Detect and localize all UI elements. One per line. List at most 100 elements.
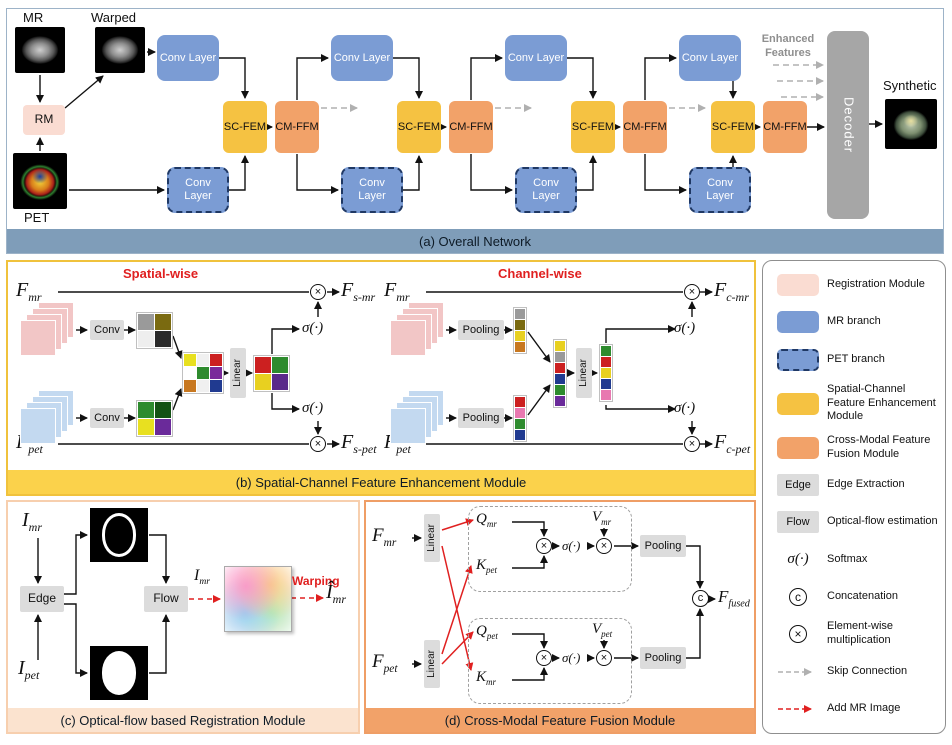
legend-label: Softmax bbox=[827, 552, 868, 565]
edge-map-pet-image bbox=[90, 646, 148, 700]
feature-cell bbox=[255, 357, 271, 373]
attention-block-pet bbox=[468, 618, 632, 704]
feature-cell bbox=[184, 354, 196, 366]
legend-label: Spatial-Channel Feature Enhancement Modu… bbox=[827, 382, 936, 423]
elementwise-multiply-icon-spet: × bbox=[310, 436, 326, 452]
channel-wise-title: Channel-wise bbox=[498, 266, 582, 281]
pet-branch-swatch bbox=[777, 348, 819, 371]
registration-swatch bbox=[777, 274, 819, 296]
legend-label: Concatenation bbox=[827, 590, 898, 602]
panel-cmffm: Fmr Fpet Linear Linear Qmr Kpet Vmr σ(·)… bbox=[364, 500, 756, 734]
feature-cell bbox=[601, 379, 611, 389]
feature-cell bbox=[555, 374, 565, 384]
k-mr-label: Kmr bbox=[476, 669, 497, 687]
feature-cell bbox=[197, 354, 209, 366]
scfem-swatch bbox=[777, 392, 819, 415]
legend-item-edge: Edge Edge Extraction bbox=[769, 471, 939, 499]
pooling-box-pet-fusion: Pooling bbox=[640, 647, 686, 669]
feature-cell bbox=[515, 309, 525, 319]
feature-cell bbox=[601, 357, 611, 367]
legend-item-scfem: Spatial-Channel Feature Enhancement Modu… bbox=[769, 383, 939, 424]
legend-item-mr-branch: MR branch bbox=[769, 308, 939, 336]
softmax-label-fusion-bottom: σ(·) bbox=[562, 650, 581, 665]
elementwise-multiply-icon-v-pet: × bbox=[596, 650, 612, 666]
f-mr-label-spatial: Fmr bbox=[16, 279, 42, 304]
skip-connection-arrow-icon bbox=[778, 667, 812, 676]
panel-registration: Imr Ipet Edge Flow Imr Warping Îmr (c) O… bbox=[6, 500, 360, 734]
scfem-box-4: SC-FEM bbox=[711, 101, 755, 153]
feature-maps-mr-channel bbox=[390, 302, 444, 356]
conv-layer-box-pet-2: Conv Layer bbox=[341, 167, 403, 213]
linear-box-pet-fusion: Linear bbox=[424, 640, 440, 688]
elementwise-multiply-icon-qk-pet: × bbox=[536, 650, 552, 666]
f-s-mr-label: Fs-mr bbox=[341, 279, 376, 304]
feature-cell bbox=[515, 419, 525, 429]
elementwise-multiply-icon-cmr: × bbox=[684, 284, 700, 300]
registration-module-box: RM bbox=[23, 105, 65, 135]
legend-label: MR branch bbox=[827, 315, 881, 328]
feature-cell bbox=[515, 331, 525, 341]
elementwise-multiply-icon-cpet: × bbox=[684, 436, 700, 452]
feature-cell bbox=[210, 380, 222, 392]
feature-grid-merged-spatial bbox=[182, 352, 224, 394]
legend-item-registration: Registration Module bbox=[769, 271, 939, 299]
scfem-box-1: SC-FEM bbox=[223, 101, 267, 153]
flow-field-image bbox=[224, 566, 292, 632]
warped-label: Warped bbox=[91, 10, 137, 25]
feature-cell bbox=[555, 341, 565, 351]
feature-cell bbox=[555, 385, 565, 395]
legend-item-flow: Flow Optical-flow estimation bbox=[769, 508, 939, 536]
edge-extraction-box: Edge bbox=[20, 586, 64, 612]
legend-label: Optical-flow estimation bbox=[827, 515, 938, 528]
legend-label: Add MR Image bbox=[827, 701, 901, 714]
feature-cell bbox=[155, 402, 171, 418]
pet-label: PET bbox=[24, 210, 50, 225]
feature-cell bbox=[184, 367, 196, 379]
legend-item-elementwise: × Element-wise multiplication bbox=[769, 620, 939, 648]
panel-b-caption: (b) Spatial-Channel Feature Enhancement … bbox=[8, 470, 754, 494]
scfem-box-2: SC-FEM bbox=[397, 101, 441, 153]
feature-grid-linear-out-spatial bbox=[253, 355, 290, 392]
legend-item-cmffm: Cross-Modal Feature Fusion Module bbox=[769, 434, 939, 462]
f-mr-label-fusion: Fmr bbox=[372, 525, 397, 549]
feature-cell bbox=[155, 419, 171, 435]
pooling-box-mr-channel: Pooling bbox=[458, 320, 504, 340]
panel-overall-network: MR Warped RM PET Conv Layer Conv Layer C… bbox=[6, 8, 944, 254]
panel-d-caption: (d) Cross-Modal Feature Fusion Module bbox=[366, 708, 754, 732]
feature-cell bbox=[197, 380, 209, 392]
legend-item-skip-connection: Skip Connection bbox=[769, 658, 939, 686]
softmax-label-s-top: σ(·) bbox=[302, 320, 324, 336]
softmax-label-s-bottom: σ(·) bbox=[302, 400, 324, 416]
feature-vector-pet-pool bbox=[513, 395, 527, 442]
feature-vector-mr-pool bbox=[513, 307, 527, 354]
feature-cell bbox=[555, 352, 565, 362]
f-c-pet-label: Fc-pet bbox=[714, 431, 751, 456]
k-pet-label: Kpet bbox=[476, 557, 498, 575]
softmax-label-c-top: σ(·) bbox=[674, 320, 696, 336]
decoder-label: Decoder bbox=[841, 96, 857, 154]
conv-layer-box-pet-4: Conv Layer bbox=[689, 167, 751, 213]
feature-cell bbox=[601, 368, 611, 378]
conv-layer-box-mr-4: Conv Layer bbox=[679, 35, 741, 81]
feature-cell bbox=[601, 346, 611, 356]
spatial-wise-title: Spatial-wise bbox=[123, 266, 199, 281]
conv-layer-box-mr-3: Conv Layer bbox=[505, 35, 567, 81]
conv-layer-box-mr-2: Conv Layer bbox=[331, 35, 393, 81]
elementwise-multiply-icon-qk-mr: × bbox=[536, 538, 552, 554]
legend-item-pet-branch: PET branch bbox=[769, 346, 939, 374]
feature-cell bbox=[515, 320, 525, 330]
conv-box-pet: Conv bbox=[90, 408, 124, 428]
feature-cell bbox=[155, 331, 171, 347]
legend-label: Element-wise multiplication bbox=[827, 620, 894, 647]
legend-label: Registration Module bbox=[827, 278, 925, 291]
scfem-box-3: SC-FEM bbox=[571, 101, 615, 153]
f-c-mr-label: Fc-mr bbox=[714, 279, 749, 304]
feature-cell bbox=[210, 367, 222, 379]
legend-item-softmax: σ(·) Softmax bbox=[769, 546, 939, 574]
conv-layer-box-mr-1: Conv Layer bbox=[157, 35, 219, 81]
feature-grid-mr-conv bbox=[136, 312, 173, 349]
i-mr-small-label: Imr bbox=[194, 567, 210, 588]
q-pet-label: Qpet bbox=[476, 623, 498, 641]
feature-cell bbox=[515, 430, 525, 440]
feature-cell bbox=[555, 396, 565, 406]
